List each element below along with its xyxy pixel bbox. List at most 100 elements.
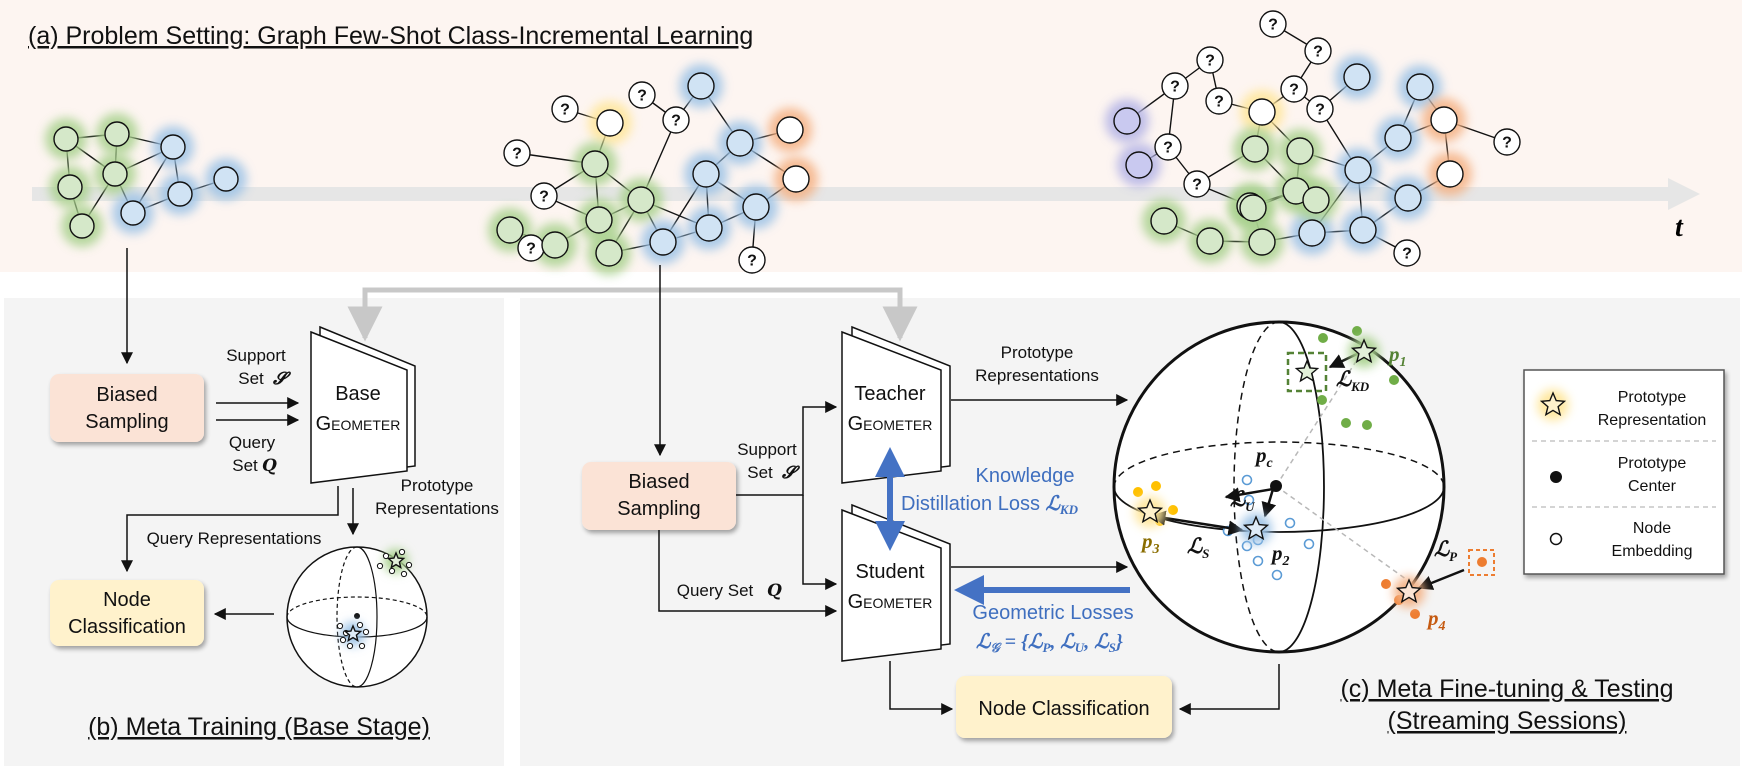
svg-text:Knowledge: Knowledge [976, 465, 1075, 487]
svg-text:Geometric Losses: Geometric Losses [972, 602, 1133, 624]
node-classification-box-right [956, 676, 1172, 738]
yellow-embedding-dot [1168, 505, 1178, 515]
graph-session-3: ??????????? [1105, 10, 1521, 267]
graph-node [627, 186, 655, 214]
blue-embedding-dot [1284, 517, 1296, 529]
unknown-node-label: ? [1315, 102, 1325, 119]
graph-node [1349, 216, 1377, 244]
unknown-node-label: ? [512, 146, 522, 163]
unknown-node-label: ? [526, 241, 536, 258]
node-embedding-dot [388, 567, 396, 575]
svg-text:Set: Set [747, 463, 773, 482]
unknown-node-label: ? [1502, 135, 1512, 152]
unknown-node-label: ? [560, 102, 570, 119]
graph-node [213, 166, 239, 192]
yellow-embedding-dot [1133, 487, 1143, 497]
graph-node [1150, 207, 1178, 235]
unknown-node [662, 106, 690, 134]
green-embedding-dot [1389, 375, 1399, 385]
graph-node [596, 109, 624, 137]
svg-text:ℒP: ℒP [1434, 537, 1458, 564]
blue-embedding-dot [1243, 494, 1255, 506]
svg-text:Node: Node [1633, 520, 1671, 537]
unknown-node [1161, 72, 1189, 100]
svg-text:Student: Student [856, 561, 925, 583]
graph-node [595, 239, 623, 267]
blue-embedding-dot [1271, 569, 1283, 581]
svg-text:Representations: Representations [975, 366, 1099, 385]
graph-node [1302, 186, 1330, 214]
panel-c-title-2: (Streaming Sessions) [1388, 707, 1627, 735]
graph-node [742, 193, 770, 221]
panel-b-title: (b) Meta Training (Base Stage) [88, 713, 430, 741]
node-embedding-dot [398, 548, 406, 556]
unknown-node [738, 246, 766, 274]
gray-connector [347, 287, 918, 342]
node-embedding-dot [356, 621, 364, 629]
new-prototype-box [1468, 549, 1495, 576]
node-classification-box-left [50, 580, 204, 646]
svg-text:Geometer: Geometer [316, 413, 401, 435]
node-embedding-dot [382, 552, 390, 560]
graph-node [1344, 156, 1372, 184]
graph-node [776, 116, 804, 144]
svg-text:Biased: Biased [628, 471, 689, 493]
legend-star-icon [1539, 391, 1567, 417]
unknown-node [1280, 75, 1308, 103]
svg-text:𝑸: 𝑸 [262, 456, 277, 475]
graph-node [160, 134, 186, 160]
green-embedding-dot [1318, 333, 1328, 343]
node-embedding-dot [376, 562, 384, 570]
prototype-star [343, 624, 363, 642]
unknown-node [1306, 95, 1334, 123]
blue-embedding-dot [1252, 555, 1264, 567]
svg-text:ℒKD: ℒKD [1336, 367, 1370, 394]
geo-loss-formula: ℒ𝒢 = {ℒP, ℒU, ℒS} [976, 631, 1123, 655]
unknown-node-label: ? [1214, 94, 1224, 111]
unknown-node [503, 139, 531, 167]
base-geometer: Base Geometer [310, 325, 416, 484]
node-embedding-dot [336, 622, 344, 630]
graph-node [1241, 135, 1269, 163]
graph-node [541, 231, 569, 259]
svg-text:Support: Support [226, 346, 286, 365]
svg-text:Representation: Representation [1598, 412, 1707, 429]
graph-node [1113, 107, 1141, 135]
biased-sampling-box-right [582, 462, 736, 530]
teacher-geometer: Teacher Geometer [841, 325, 951, 484]
svg-text:p2: p2 [1270, 541, 1290, 569]
yellow-embedding-dot [1151, 481, 1161, 491]
green-embedding-dot [1341, 418, 1351, 428]
svg-text:Query Set: Query Set [677, 581, 754, 600]
unknown-node-label: ? [637, 88, 647, 105]
graph-node [1286, 137, 1314, 165]
svg-text:Representations: Representations [375, 499, 499, 518]
orange-embedding-dot [1410, 609, 1420, 619]
blue-embedding-dot [1303, 538, 1315, 550]
unknown-node [1205, 87, 1233, 115]
unknown-node [628, 81, 656, 109]
graph-node [1343, 63, 1371, 91]
orange-embedding-dot [1381, 579, 1391, 589]
unknown-node [1196, 46, 1224, 74]
svg-text:p4: p4 [1426, 606, 1446, 634]
svg-text:Node Classification: Node Classification [978, 698, 1149, 720]
graph-session-1 [45, 113, 247, 247]
unknown-node-label: ? [1313, 44, 1323, 61]
graph-node [69, 213, 95, 239]
panel-b: Biased Sampling Support Set 𝓢 Query Set … [50, 248, 499, 741]
svg-text:Geometer: Geometer [848, 591, 933, 613]
graph-node [167, 181, 193, 207]
graph-node [782, 165, 810, 193]
node-embedding-dot [400, 570, 408, 578]
graph-node [1298, 219, 1326, 247]
graph-node [1248, 98, 1276, 126]
panel-a-title: (a) Problem Setting: Graph Few-Shot Clas… [28, 22, 753, 50]
graph-node [53, 126, 79, 152]
svg-text:Prototype: Prototype [1001, 343, 1074, 362]
unknown-node [1493, 128, 1521, 156]
prototype-star-p1 [1350, 338, 1378, 364]
svg-text:Base: Base [335, 383, 381, 405]
graph-node [726, 129, 754, 157]
unknown-node-label: ? [1192, 177, 1202, 194]
